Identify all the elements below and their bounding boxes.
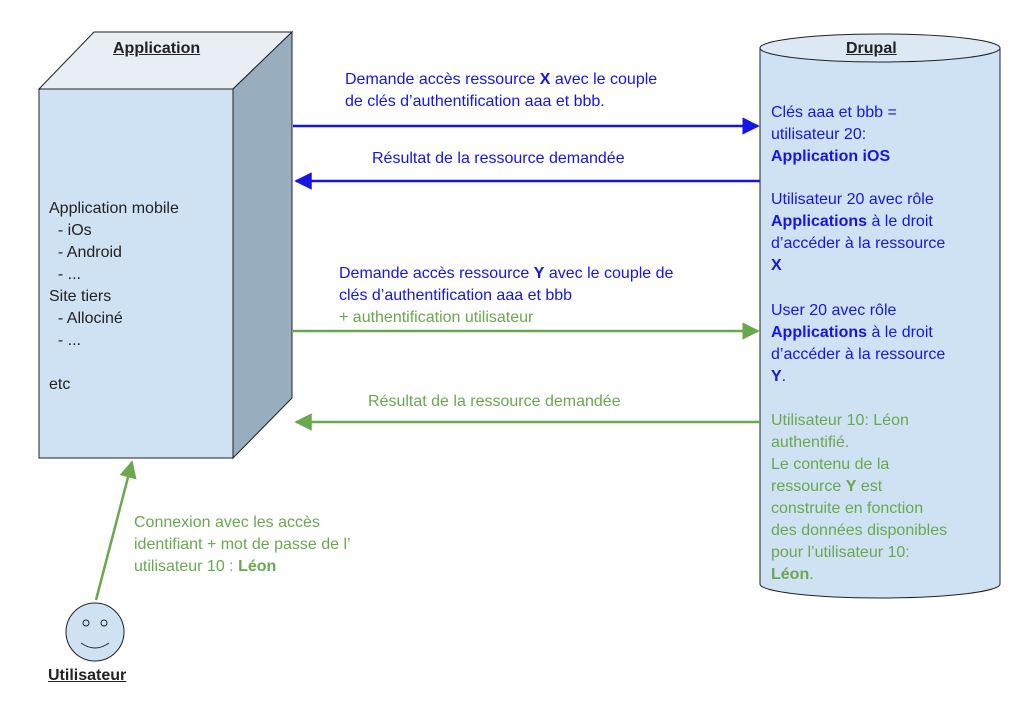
- message-text-bold: Y: [533, 265, 545, 282]
- drupal-cylinder-body: [759, 48, 1001, 599]
- drupal-text-line: Applications à le droit: [771, 322, 945, 344]
- user-eye-left: [82, 619, 90, 627]
- drupal-block-2: Utilisateur 20 avec rôle Applications à …: [771, 189, 945, 277]
- drupal-text: construite en fonction: [771, 500, 924, 517]
- drupal-text: d’accéder à la ressource: [771, 235, 946, 252]
- message-text: utilisateur 10 :: [134, 558, 239, 575]
- message-text: Demande accès ressource: [339, 265, 534, 282]
- message-text: avec le couple de: [544, 265, 674, 282]
- application-line: Application mobile: [49, 200, 179, 217]
- user-smiley-icon: [65, 602, 125, 662]
- drupal-text: d’accéder à la ressource: [771, 346, 946, 363]
- application-line: - Allociné: [49, 310, 123, 327]
- drupal-text: authentifié.: [771, 434, 850, 451]
- message-text: avec le couple: [550, 71, 658, 88]
- message-line: Demande accès ressource Y avec le couple…: [339, 263, 673, 285]
- drupal-text: à le droit: [867, 324, 933, 341]
- application-line: [49, 352, 179, 374]
- application-line: - iOs: [49, 222, 92, 239]
- drupal-text: des données disponibles: [771, 522, 948, 539]
- application-box-front: [38, 88, 234, 459]
- drupal-text-bold: Y: [771, 368, 782, 385]
- drupal-text-bold: Applications: [771, 213, 868, 230]
- drupal-text: Application iOS: [771, 148, 891, 165]
- message-request-x: Demande accès ressource X avec le couple…: [345, 69, 657, 113]
- drupal-text: Utilisateur 20 avec rôle: [771, 191, 934, 208]
- application-line: - ...: [49, 332, 81, 349]
- drupal-text-bold: Applications: [771, 324, 868, 341]
- application-line: Site tiers: [49, 288, 112, 305]
- application-box: [37, 30, 294, 460]
- drupal-text: .: [809, 566, 814, 583]
- user-eye-right: [100, 619, 108, 627]
- message-user-login: Connexion avec les accès identifiant + m…: [134, 512, 351, 578]
- application-line: - Android: [49, 244, 122, 261]
- message-line: Demande accès ressource X avec le couple: [345, 69, 657, 91]
- drupal-block-1: Clés aaa et bbb = utilisateur 20: Applic…: [771, 102, 897, 168]
- drupal-cylinder-top: [759, 33, 1001, 63]
- drupal-text: Clés aaa et bbb =: [771, 104, 897, 121]
- drupal-block-3: User 20 avec rôle Applications à le droi…: [771, 300, 945, 388]
- drupal-title: Drupal: [846, 40, 897, 57]
- drupal-text: pour l’utilisateur 10:: [771, 544, 910, 561]
- message-text-bold: X: [539, 71, 551, 88]
- drupal-text: .: [781, 368, 787, 385]
- drupal-text-bold: Y: [845, 478, 857, 495]
- message-request-y: Demande accès ressource Y avec le couple…: [339, 263, 673, 329]
- drupal-block-4: Utilisateur 10: Léon authentifié. Le con…: [771, 410, 947, 586]
- application-box-side: [232, 30, 293, 460]
- message-text: identifiant + mot de passe de l’: [134, 536, 351, 553]
- application-list: Application mobile - iOs - Android - ...…: [49, 198, 179, 396]
- message-line: utilisateur 10 : Léon: [134, 556, 351, 578]
- user-face: [65, 602, 125, 662]
- application-line: - ...: [49, 266, 81, 283]
- message-text: de clés d’authentification aaa et bbb.: [345, 93, 605, 110]
- application-title: Application: [113, 40, 201, 57]
- drupal-text: X: [771, 257, 782, 274]
- drupal-text-line: Léon.: [771, 564, 947, 586]
- application-line: etc: [49, 376, 71, 393]
- drupal-text: ressource: [771, 478, 846, 495]
- drupal-text: est: [856, 478, 883, 495]
- message-text: Connexion avec les accès: [134, 514, 320, 531]
- drupal-text-bold: Léon: [771, 566, 810, 583]
- message-text: + authentification utilisateur: [339, 309, 534, 326]
- drupal-cylinder: [759, 33, 1001, 599]
- drupal-text: à le droit: [867, 213, 933, 230]
- drupal-text-line: ressource Y est: [771, 476, 947, 498]
- drupal-text-line: Y.: [771, 366, 945, 388]
- message-text: Demande accès ressource: [345, 71, 540, 88]
- drupal-text-line: Applications à le droit: [771, 211, 945, 233]
- drupal-text: utilisateur 20:: [771, 126, 867, 143]
- arrow-user-login: [94, 460, 137, 601]
- message-text: clés d’authentification aaa et bbb: [339, 287, 573, 304]
- user-label: Utilisateur: [48, 667, 127, 684]
- user-mouth: [80, 642, 110, 649]
- drupal-text: User 20 avec rôle: [771, 302, 897, 319]
- message-text-bold: Léon: [238, 558, 277, 575]
- message-result-x: Résultat de la ressource demandée: [372, 150, 625, 167]
- message-result-y: Résultat de la ressource demandée: [368, 393, 621, 410]
- drupal-text: Utilisateur 10: Léon: [771, 412, 909, 429]
- drupal-text: Le contenu de la: [771, 456, 890, 473]
